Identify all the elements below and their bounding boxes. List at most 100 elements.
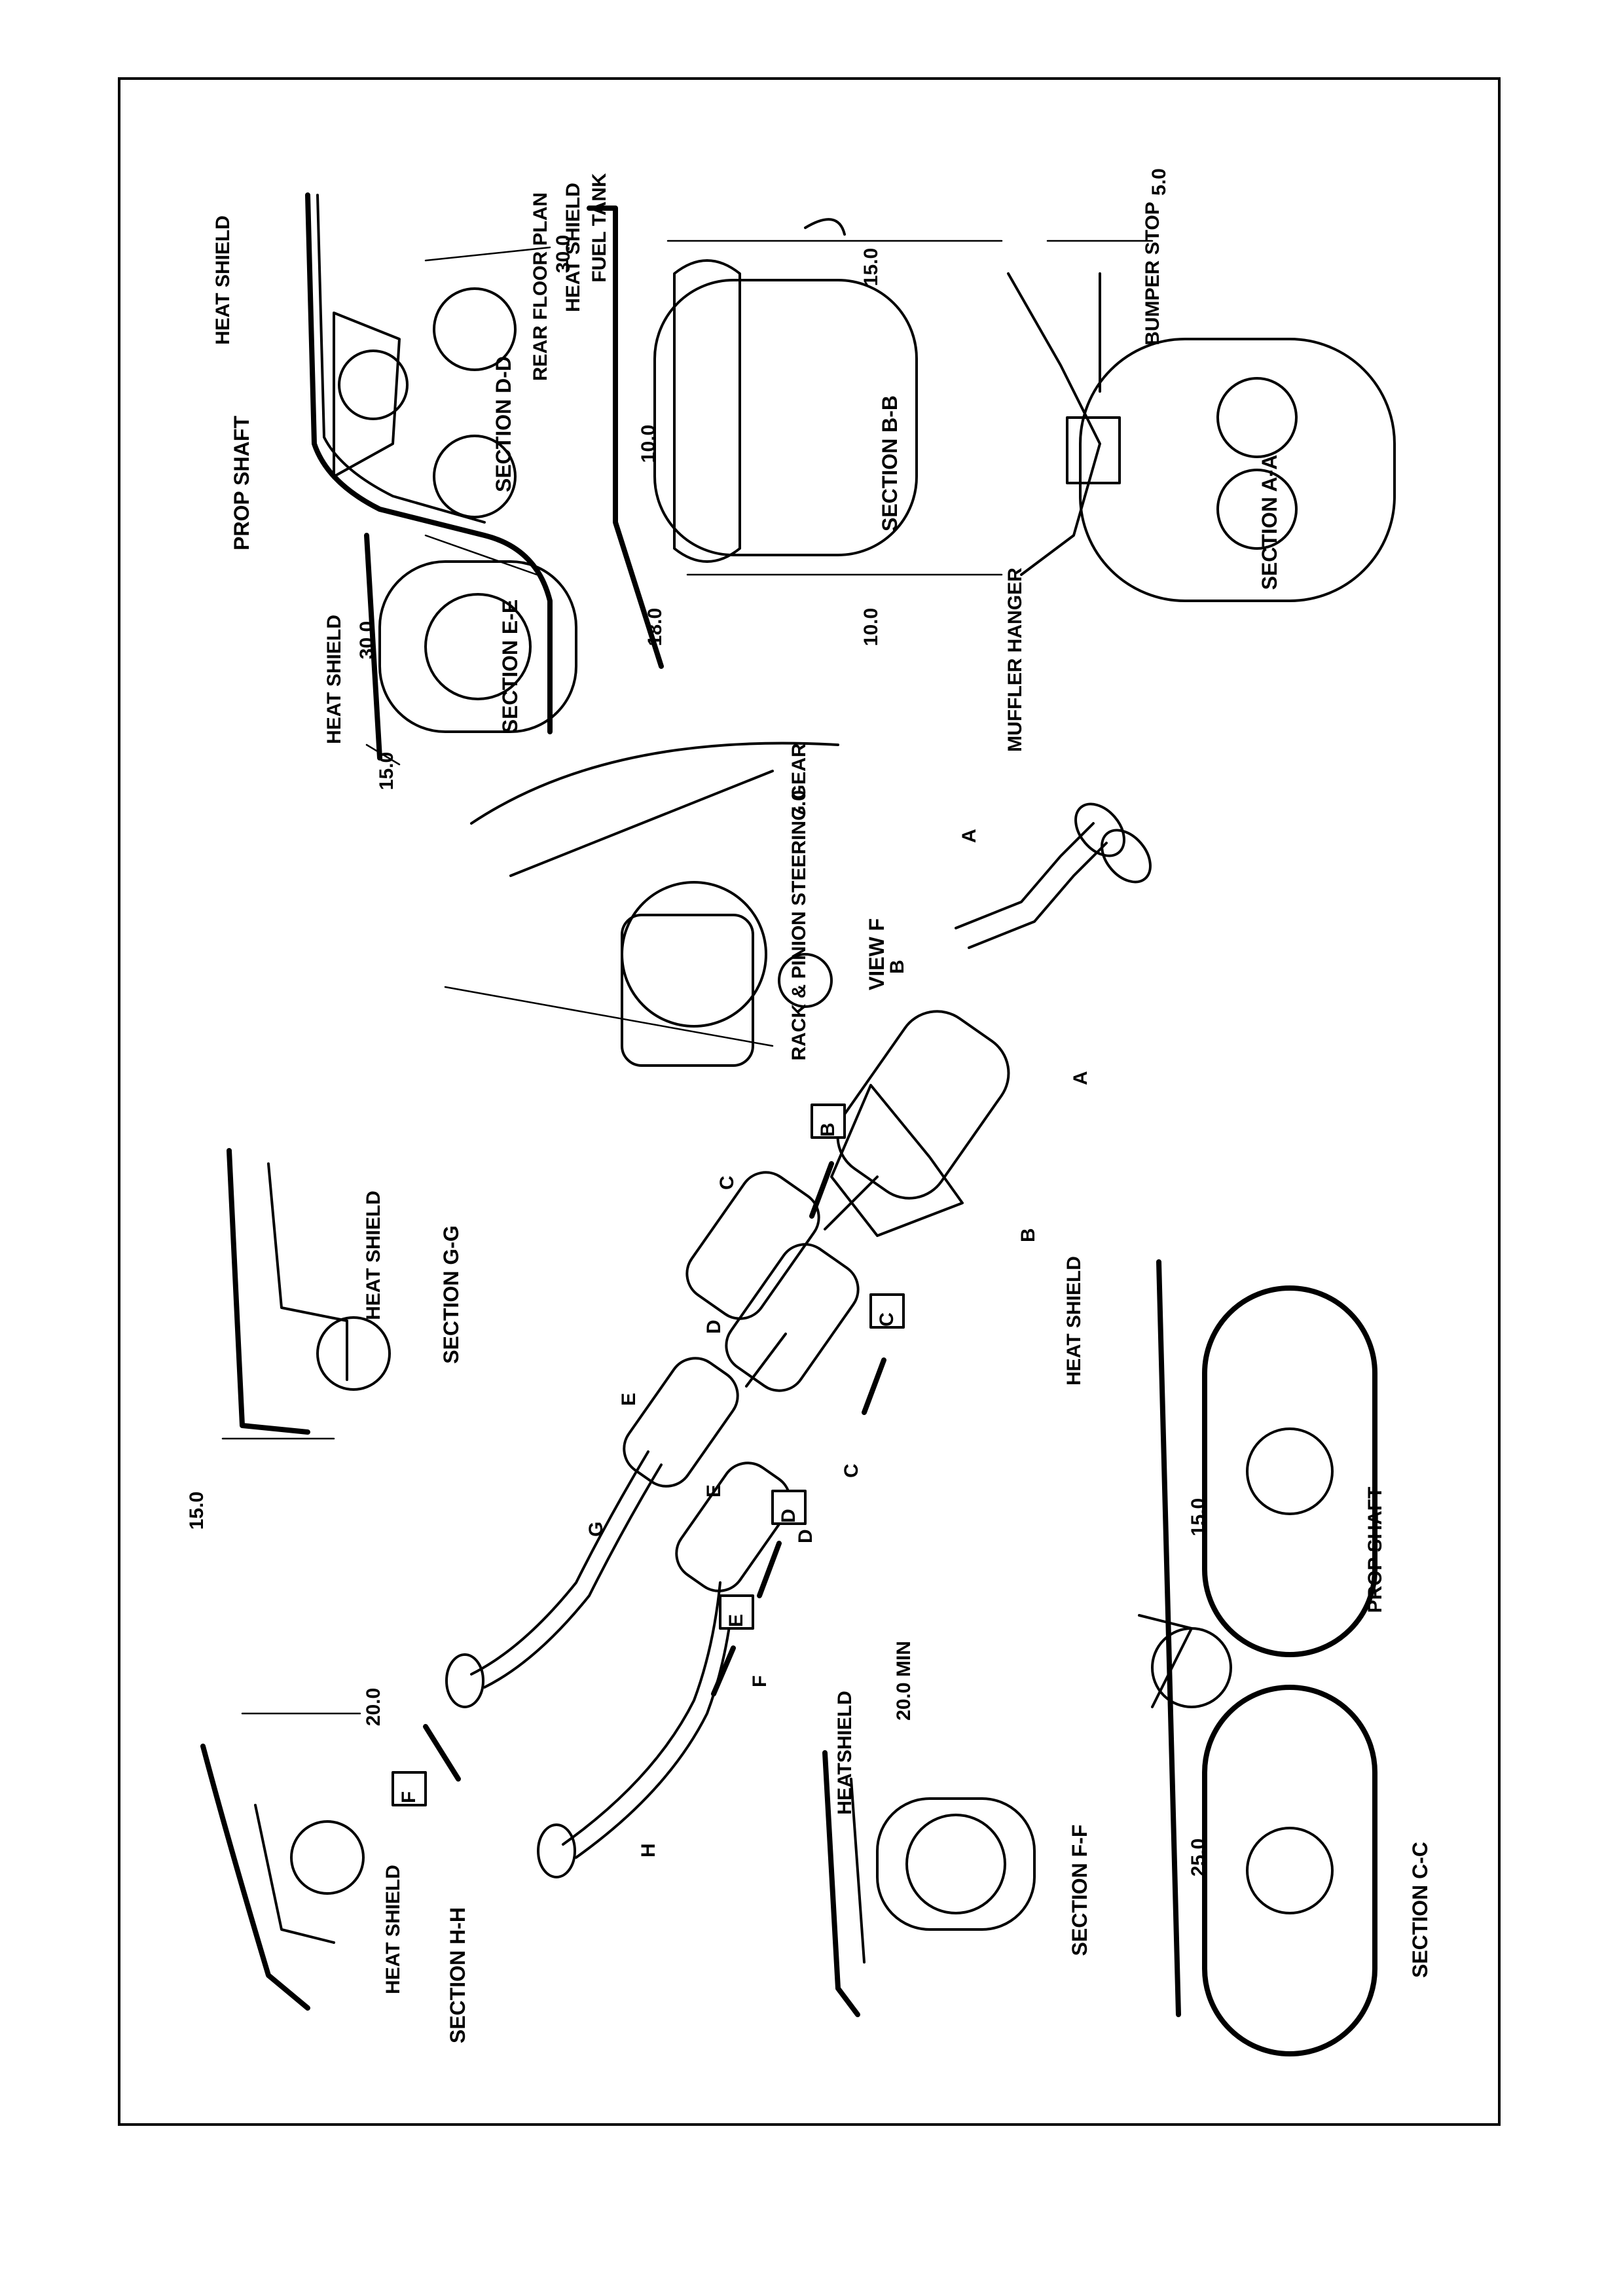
dim-label: 15.0	[1188, 1498, 1209, 1536]
view-marker-f	[392, 1771, 427, 1806]
callout-c: C	[716, 1175, 738, 1190]
section-title: SECTION E-E	[498, 600, 522, 733]
section-title: SECTION A-A	[1258, 455, 1281, 590]
exhaust-pipe-outline	[378, 560, 577, 733]
section-title: SECTION C-C	[1408, 1842, 1432, 1978]
dim-label: 5.0	[1148, 168, 1170, 196]
callout-d: D	[703, 1319, 725, 1334]
section-title: SECTION B-B	[878, 395, 902, 531]
intermediate-muffler	[685, 1171, 820, 1320]
callout-a: A	[958, 829, 980, 843]
dim-label: 15.0	[186, 1492, 208, 1530]
view-f: 7.0 RACK & PINION STEERING GEAR VIEW F	[444, 742, 888, 1067]
dim-label: 18.0	[644, 608, 666, 646]
callout-e: E	[618, 1393, 640, 1406]
catalytic-converter	[623, 1357, 739, 1488]
muffler-hanger-label: MUFFLER HANGER	[1004, 567, 1026, 752]
section-title: SECTION G-G	[439, 1225, 463, 1364]
svg-text:E: E	[725, 1614, 747, 1627]
dim-label: 30.0	[553, 235, 574, 273]
view-marker-c	[869, 1293, 905, 1329]
exhaust-pipe-circle	[1246, 1827, 1334, 1914]
svg-text:B: B	[817, 1122, 839, 1137]
drawing-frame	[118, 77, 1501, 2126]
view-marker-d	[771, 1490, 807, 1525]
prop-shaft-circle	[1151, 1627, 1232, 1708]
exhaust-assembly	[445, 802, 1152, 1878]
flange	[445, 1653, 484, 1708]
rack-pinion-label: RACK & PINION STEERING GEAR	[788, 743, 810, 1060]
intermediate-muffler	[725, 1243, 860, 1392]
exhaust-system-diagram: HEAT SHIELD 30.0 30.0 PROP SHAFT SECTION…	[186, 168, 1432, 2056]
heat-shield-label: HEAT SHIELD	[1063, 1256, 1085, 1386]
callout-h: H	[638, 1843, 659, 1857]
view-markers: B C D E F	[392, 1103, 905, 1806]
svg-text:F: F	[398, 1791, 420, 1803]
bumper-stop	[1066, 416, 1121, 484]
heat-shield-label: HEAT SHIELD	[212, 215, 234, 345]
exhaust-pipe-outline	[1202, 1285, 1377, 1657]
tailpipe-circle	[1216, 469, 1298, 550]
section-b-b: REAR FLOOR PLAN HEAT SHIELD FUEL TANK 15…	[530, 173, 1003, 669]
fuel-tank-label: FUEL TANK	[589, 173, 610, 283]
callout-a: A	[1070, 1071, 1091, 1085]
exhaust-pipe-outline	[876, 1797, 1036, 1931]
svg-text:C: C	[876, 1312, 898, 1327]
section-h-h: 20.0 HEAT SHIELD SECTION H-H	[200, 1688, 469, 2043]
dim-label: 15.0	[860, 248, 882, 286]
callout-d: D	[795, 1529, 816, 1543]
heat-shield-label: HEAT SHIELD	[323, 615, 345, 744]
rear-floor-plan-label: REAR FLOOR PLAN	[530, 192, 551, 381]
exhaust-pipe-circle	[905, 1814, 1006, 1914]
heatshield-label: HEATSHIELD	[834, 1691, 856, 1814]
dim-label: 7.0	[788, 790, 810, 817]
prop-shaft-circle	[338, 350, 409, 420]
rear-muffler	[836, 1010, 1010, 1200]
steering-gear-housing	[621, 914, 754, 1067]
exhaust-pipe-circle	[290, 1820, 365, 1895]
callout-c: C	[841, 1463, 862, 1478]
steering-gear-circle	[621, 881, 767, 1028]
tailpipe-circle	[1216, 377, 1298, 458]
svg-text:D: D	[778, 1509, 799, 1523]
bumper-stop-label: BUMPER STOP	[1142, 202, 1163, 345]
callout-b: B	[1017, 1228, 1039, 1242]
view-marker-e	[719, 1594, 754, 1630]
steering-gear-bolt	[778, 953, 833, 1008]
callout-f: F	[749, 1676, 771, 1687]
view-title: VIEW F	[865, 918, 888, 990]
callout-g: G	[585, 1522, 607, 1537]
exhaust-pipe-outline	[1202, 1685, 1377, 2056]
callout-e: E	[703, 1484, 725, 1498]
section-f-f: HEATSHIELD 20.0 MIN SECTION F-F	[822, 1641, 1091, 2017]
section-c-c: HEAT SHIELD 15.0 PROP SHAFT 25.0 SECTION…	[1063, 1256, 1432, 2056]
section-title: SECTION F-F	[1068, 1825, 1091, 1956]
callout-b: B	[886, 960, 908, 974]
exhaust-pipe-circle	[424, 593, 532, 700]
muffler-outline	[1079, 338, 1396, 602]
exhaust-pipe-circle	[433, 287, 517, 371]
dim-label: 10.0	[638, 425, 659, 463]
section-a-a: BUMPER STOP 5.0 MUFFLER HANGER SECTION A…	[1004, 168, 1396, 752]
heat-shield-label: HEAT SHIELD	[382, 1865, 404, 1994]
heat-shield-label: HEAT SHIELD	[562, 183, 584, 312]
prop-shaft-label: PROP SHAFT	[230, 416, 253, 550]
exhaust-pipe-circle	[316, 1316, 391, 1391]
section-d-d: HEAT SHIELD 30.0 30.0 PROP SHAFT SECTION…	[212, 192, 574, 734]
catalytic-converter	[675, 1462, 792, 1592]
section-title: SECTION D-D	[492, 356, 515, 492]
view-marker-b	[811, 1103, 846, 1139]
section-title: SECTION H-H	[446, 1907, 469, 2043]
heat-shield-label: HEAT SHIELD	[363, 1191, 384, 1320]
section-g-g: HEAT SHIELD SECTION G-G 15.0	[186, 1148, 463, 1530]
dim-label: 15.0	[376, 752, 397, 790]
dim-label: 20.0	[363, 1688, 384, 1726]
section-e-e: HEAT SHIELD 15.0 SECTION E-E	[323, 533, 577, 790]
callouts: A A B B C C D D E E F G H	[585, 829, 1091, 1857]
dim-label: 20.0 MIN	[893, 1641, 915, 1721]
flange	[537, 1823, 576, 1878]
exhaust-pipe-outline	[653, 279, 918, 556]
prop-shaft-label: PROP SHAFT	[1364, 1487, 1386, 1613]
dim-label: 10.0	[860, 608, 882, 646]
exhaust-pipe-circle	[433, 435, 517, 518]
